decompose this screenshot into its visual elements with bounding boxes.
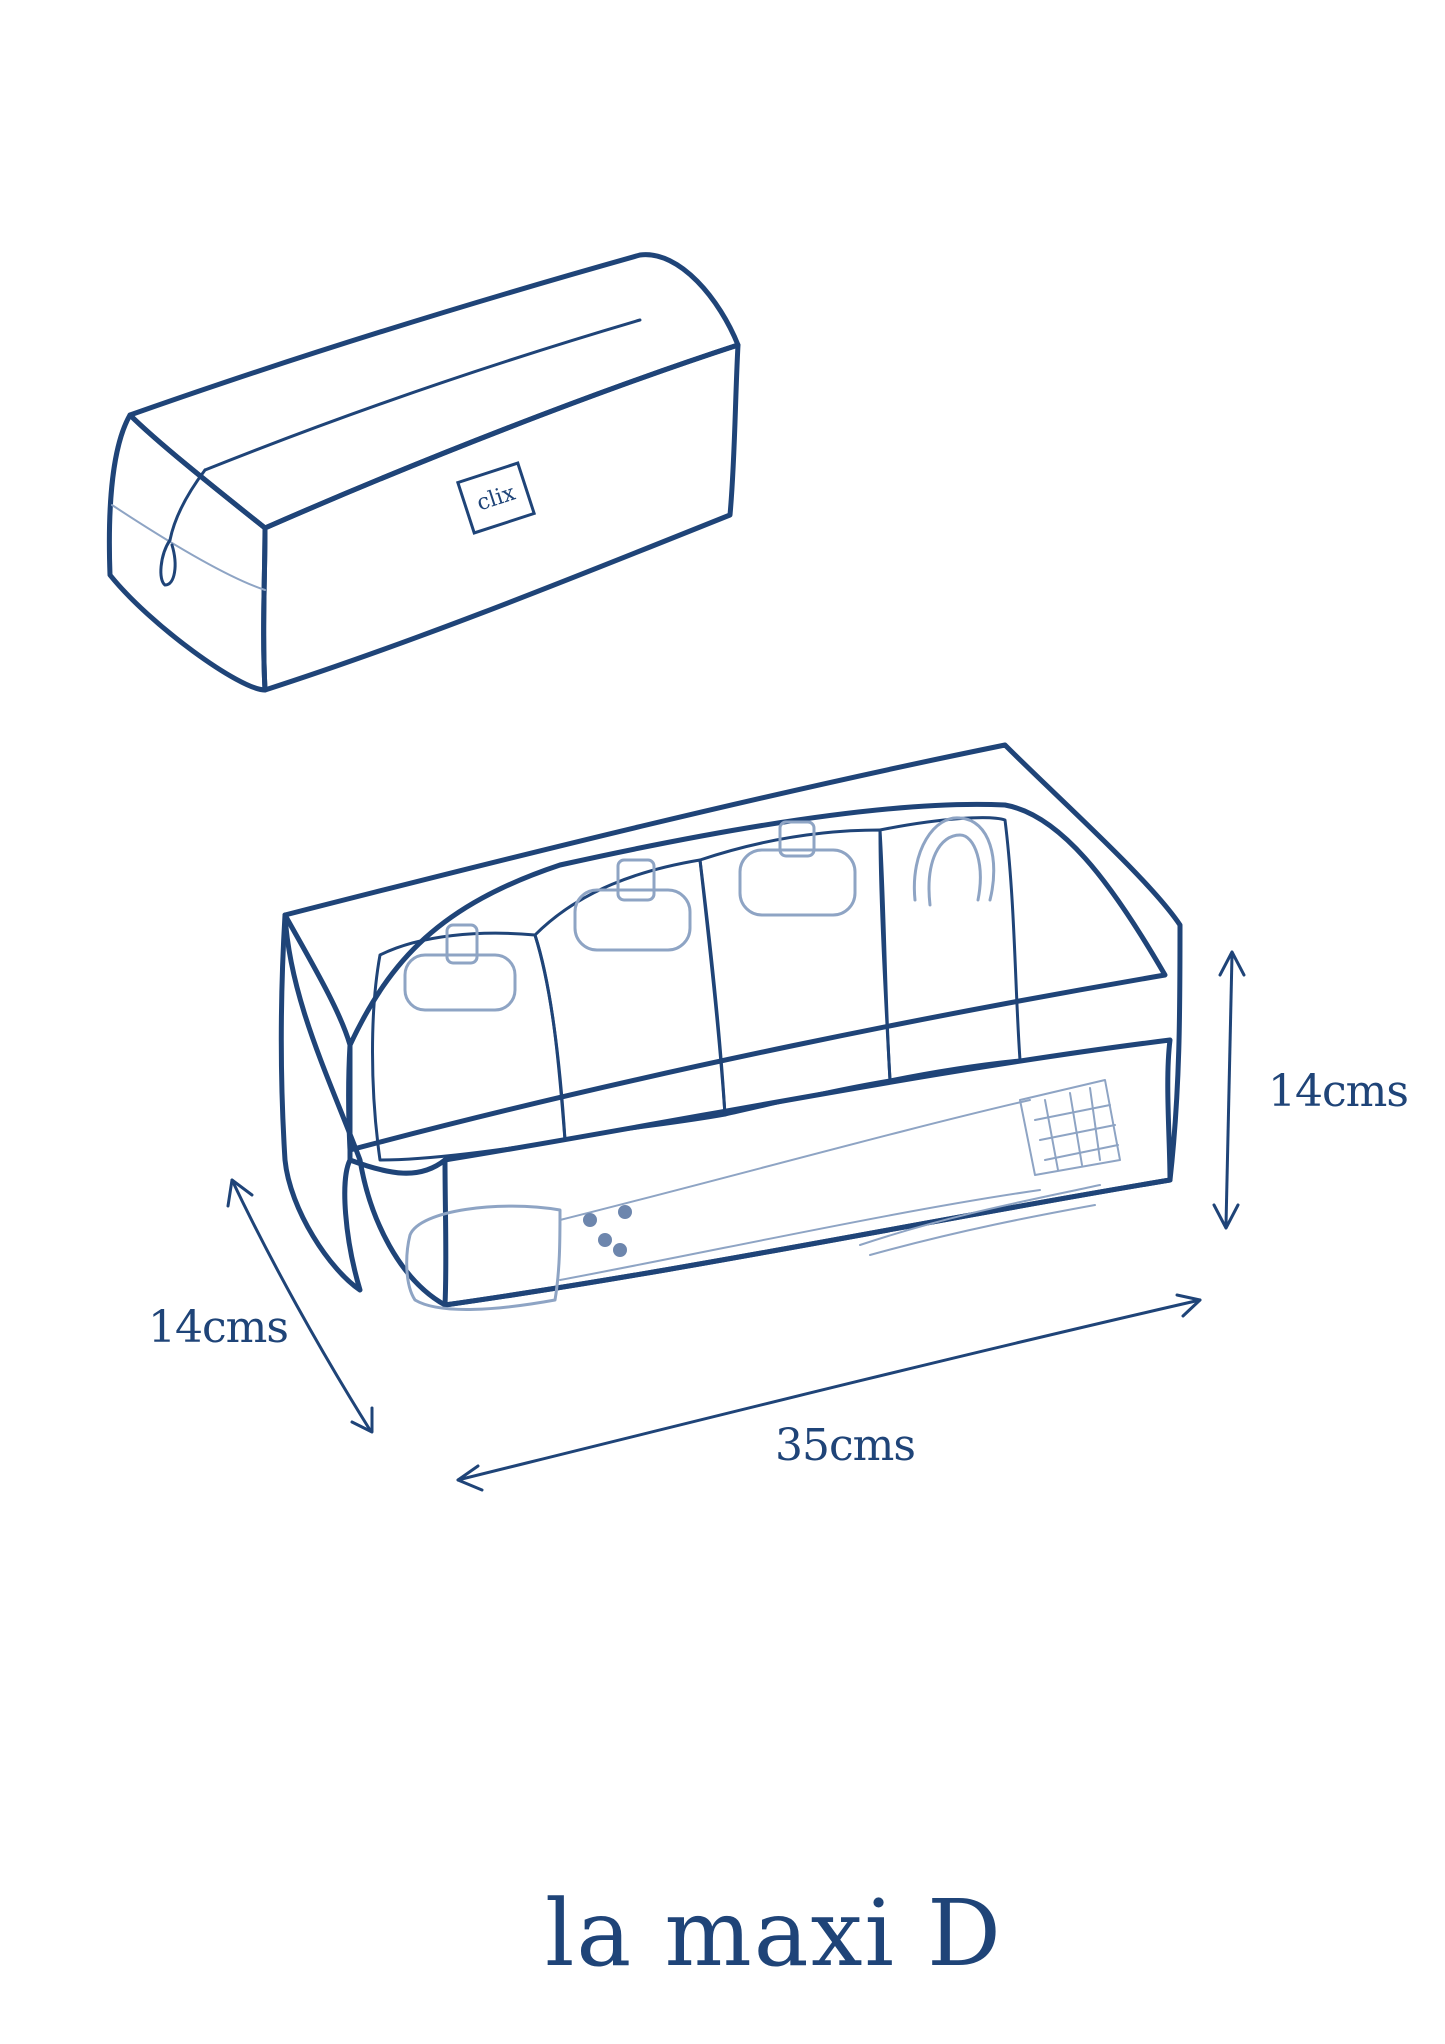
height-label: 14cms	[1268, 1066, 1409, 1117]
brand-tag-text: clix	[473, 480, 519, 516]
depth-dimension-arrow	[226, 1178, 374, 1434]
product-title: la maxi D	[545, 1880, 1003, 1987]
closed-bag-drawing	[106, 252, 741, 693]
open-bag-drawing	[278, 742, 1183, 1311]
height-dimension-arrow	[1212, 950, 1246, 1230]
width-label: 35cms	[775, 1420, 916, 1471]
width-dimension-arrow	[456, 1293, 1202, 1492]
depth-label: 14cms	[148, 1302, 289, 1353]
